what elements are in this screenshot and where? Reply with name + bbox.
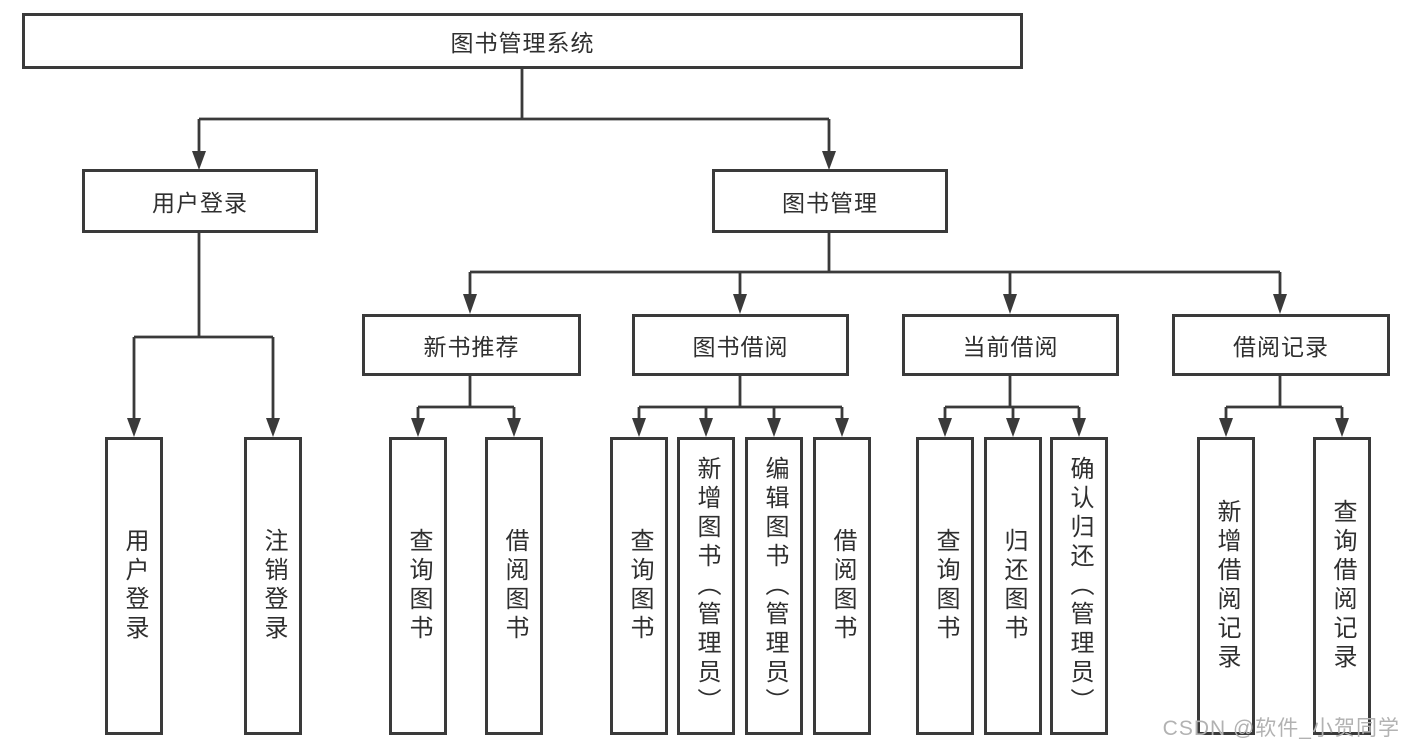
node-label: 查询图书 [405,528,432,644]
node-new-book-recommendation: 新书推荐 [362,314,581,376]
leaf-query-books-borrow: 查询图书 [610,437,668,735]
connector-currentborrow-to-children [943,376,1081,423]
leaf-confirm-return-admin: 确认归还（管理员） [1050,437,1108,735]
watermark: CSDN @软件_小贺同学 [1162,717,1400,740]
node-label: 图书借阅 [692,334,789,360]
leaf-query-books-recommend: 查询图书 [389,437,447,735]
node-label: 注销登录 [260,528,287,644]
node-label: 新增图书（管理员） [693,455,720,717]
node-label: 借阅图书 [501,528,528,644]
node-current-borrowing: 当前借阅 [902,314,1119,376]
connector-bookborrow-to-children [637,376,844,423]
leaf-add-borrow-record: 新增借阅记录 [1197,437,1255,735]
node-label: 新增借阅记录 [1213,499,1240,673]
connector-root-to-level1 [197,69,831,156]
node-book-management-system: 图书管理系统 [22,13,1023,69]
connector-borrowrecord-to-children [1224,376,1344,423]
connector-userlogin-to-children [132,233,275,423]
leaf-borrow-books: 借阅图书 [813,437,871,735]
node-book-management: 图书管理 [712,169,948,233]
leaf-add-books-admin: 新增图书（管理员） [677,437,735,735]
leaf-logout: 注销登录 [244,437,302,735]
leaf-borrow-books-recommend: 借阅图书 [485,437,543,735]
node-label: 归还图书 [1000,528,1027,644]
node-label: 借阅记录 [1233,334,1329,360]
node-label: 新书推荐 [423,334,520,360]
leaf-user-login: 用户登录 [105,437,163,735]
node-label: 用户登录 [121,528,148,644]
node-label: 查询图书 [626,528,653,644]
leaf-query-books-current: 查询图书 [916,437,974,735]
connector-newbookrec-to-children [416,376,516,423]
node-label: 编辑图书（管理员） [761,455,788,717]
node-label: 借阅图书 [829,528,856,644]
node-label: 用户登录 [152,190,248,216]
leaf-edit-books-admin: 编辑图书（管理员） [745,437,803,735]
arrowheads [127,151,1349,437]
node-book-borrowing: 图书借阅 [632,314,849,376]
leaf-return-books: 归还图书 [984,437,1042,735]
node-borrowing-records: 借阅记录 [1172,314,1390,376]
node-user-login-group: 用户登录 [82,169,318,233]
leaf-query-borrow-record: 查询借阅记录 [1313,437,1371,735]
node-label: 当前借阅 [962,334,1059,360]
connector-bookmgmt-to-level2 [468,233,1282,299]
node-label: 查询借阅记录 [1329,499,1356,673]
node-label: 查询图书 [932,528,959,644]
node-label: 图书管理 [782,190,878,216]
node-label: 确认归还（管理员） [1066,455,1093,717]
node-label: 图书管理系统 [450,30,595,56]
